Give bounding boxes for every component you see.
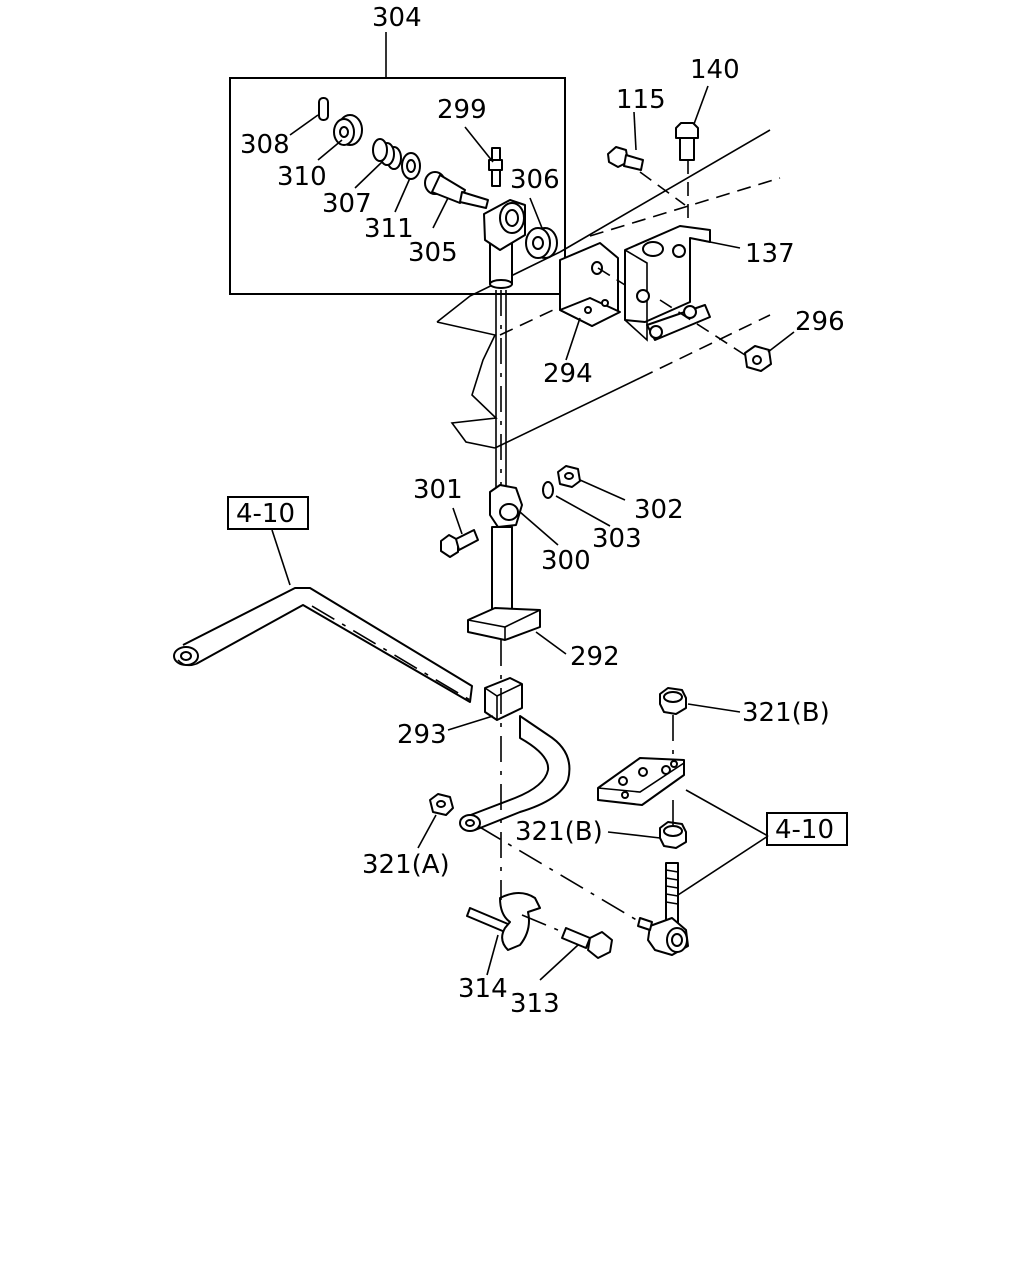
pin-308 [318, 97, 329, 121]
centerline-clamp [521, 914, 566, 934]
ref-box-left [227, 496, 309, 530]
label-308: 308 [240, 130, 290, 160]
bolt-313 [561, 927, 613, 959]
link-rod [467, 290, 541, 641]
bracket-294 [559, 242, 621, 327]
link-bolt [637, 862, 689, 956]
label-302: 302 [634, 495, 684, 525]
label-305: 305 [408, 238, 458, 268]
bolt-140 [675, 122, 699, 161]
label-313: 313 [510, 989, 560, 1019]
centerline-296 [659, 299, 746, 356]
label-293: 293 [397, 720, 447, 750]
label-300: 300 [541, 546, 591, 576]
bushing-293 [484, 677, 523, 721]
bracket-137 [624, 225, 711, 342]
nut-321b-mid [659, 821, 687, 849]
nut-302 [557, 465, 581, 488]
bolt-115 [607, 146, 644, 171]
nut-321a [429, 793, 454, 816]
grease-fitting-299 [488, 147, 503, 187]
clamp-314 [466, 892, 541, 951]
label-321b-top: 321(B) [742, 698, 830, 728]
washer-311 [401, 152, 421, 180]
label-301: 301 [413, 475, 463, 505]
label-306: 306 [510, 165, 560, 195]
ref-box-right [766, 812, 848, 846]
label-303: 303 [592, 524, 642, 554]
rod-end-socket [483, 199, 526, 289]
label-314: 314 [458, 974, 508, 1004]
centerline-294 [597, 267, 626, 286]
label-140: 140 [690, 55, 740, 85]
cap-306 [525, 227, 558, 259]
label-307: 307 [322, 189, 372, 219]
nut-321b-top [659, 687, 687, 715]
bushing-310 [333, 114, 363, 146]
washer-303 [542, 481, 554, 499]
stabilizer-bar [173, 587, 571, 832]
label-299: 299 [437, 95, 487, 125]
leader-lines [271, 85, 795, 981]
label-115: 115 [616, 85, 666, 115]
centerline-link [477, 825, 641, 923]
label-311: 311 [364, 214, 414, 244]
label-310: 310 [277, 162, 327, 192]
label-321b-mid: 321(B) [515, 817, 603, 847]
label-294: 294 [543, 359, 593, 389]
label-321a: 321(A) [362, 850, 450, 880]
ref-label-right: 4-10 [775, 815, 834, 845]
label-304: 304 [372, 3, 422, 33]
label-296: 296 [795, 307, 845, 337]
label-292: 292 [570, 642, 620, 672]
plate [597, 757, 685, 806]
assembly-304-box [229, 32, 566, 295]
spring-307 [372, 138, 402, 170]
ref-label-left: 4-10 [236, 499, 295, 529]
nut-296 [744, 345, 772, 372]
label-137: 137 [745, 239, 795, 269]
centerline-115 [639, 171, 686, 206]
ball-stud-305 [424, 171, 489, 209]
bolt-301 [440, 529, 479, 558]
